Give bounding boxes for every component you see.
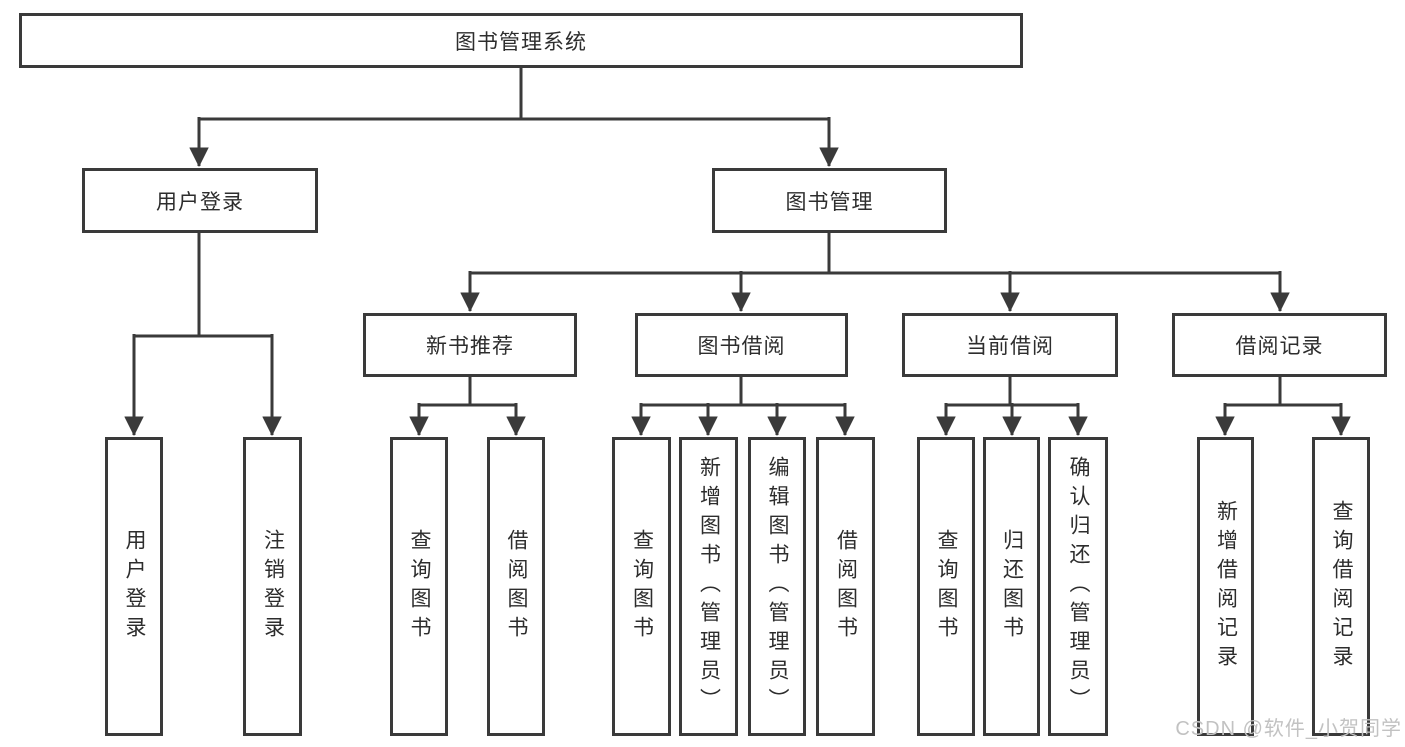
leaf-query-books-current: 查询图书: [917, 437, 975, 736]
leaf-return-book-label: 归还图书: [1000, 528, 1024, 645]
node-new-book-recommend: 新书推荐: [363, 313, 577, 377]
leaf-query-books-recommend-label: 查询图书: [408, 528, 431, 645]
leaf-add-borrow-record-label: 新增借阅记录: [1214, 499, 1238, 674]
node-borrow-records: 借阅记录: [1172, 313, 1387, 377]
leaf-logout-label: 注销登录: [261, 528, 285, 645]
root-node-book-management-system: 图书管理系统: [19, 13, 1023, 68]
leaf-borrow-books-recommend: 借阅图书: [487, 437, 545, 736]
node-user-login: 用户登录: [82, 168, 318, 233]
leaf-edit-book-admin-label: 编辑图书（管理员）: [766, 456, 789, 717]
leaf-query-borrow-record-label: 查询借阅记录: [1330, 499, 1353, 674]
leaf-query-books-borrow-label: 查询图书: [630, 528, 654, 645]
node-current-borrow: 当前借阅: [902, 313, 1118, 377]
node-book-management: 图书管理: [712, 168, 947, 233]
leaf-borrow-books-recommend-label: 借阅图书: [505, 528, 528, 645]
leaf-query-books-borrow: 查询图书: [612, 437, 671, 736]
leaf-add-book-admin: 新增图书（管理员）: [679, 437, 738, 736]
leaf-borrow-books-label: 借阅图书: [834, 528, 858, 645]
leaf-add-borrow-record: 新增借阅记录: [1197, 437, 1254, 736]
leaf-query-borrow-record: 查询借阅记录: [1312, 437, 1370, 736]
node-book-borrow: 图书借阅: [635, 313, 848, 377]
leaf-user-login: 用户登录: [105, 437, 163, 736]
leaf-logout: 注销登录: [243, 437, 302, 736]
leaf-query-books-current-label: 查询图书: [935, 528, 958, 645]
leaf-confirm-return-admin: 确认归还（管理员）: [1048, 437, 1108, 736]
csdn-watermark: CSDN @软件_小贺同学: [1175, 718, 1402, 740]
leaf-borrow-books: 借阅图书: [816, 437, 875, 736]
leaf-user-login-label: 用户登录: [123, 528, 146, 645]
leaf-query-books-recommend: 查询图书: [390, 437, 448, 736]
leaf-confirm-return-admin-label: 确认归还（管理员）: [1067, 456, 1090, 717]
leaf-add-book-admin-label: 新增图书（管理员）: [697, 456, 721, 717]
leaf-edit-book-admin: 编辑图书（管理员）: [748, 437, 806, 736]
leaf-return-book: 归还图书: [983, 437, 1040, 736]
